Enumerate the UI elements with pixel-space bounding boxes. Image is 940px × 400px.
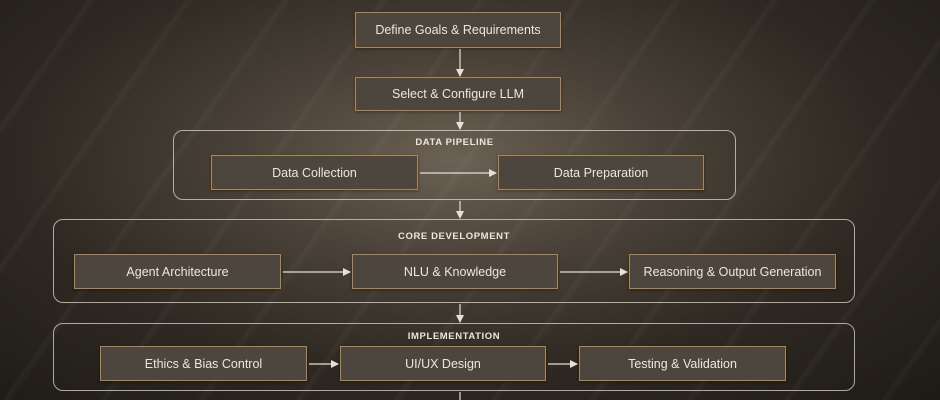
core-development-group: CORE DEVELOPMENT	[53, 219, 855, 303]
testing-validation-box[interactable]: Testing & Validation	[579, 346, 786, 381]
ui-ux-design-box[interactable]: UI/UX Design	[340, 346, 546, 381]
data-preparation-box[interactable]: Data Preparation	[498, 155, 704, 190]
data-pipeline-group: DATA PIPELINE	[173, 130, 736, 200]
data-collection-box[interactable]: Data Collection	[211, 155, 418, 190]
define-goals-box[interactable]: Define Goals & Requirements	[355, 12, 561, 48]
nlu-knowledge-box[interactable]: NLU & Knowledge	[352, 254, 558, 289]
implementation-title: IMPLEMENTATION	[407, 331, 501, 342]
select-llm-box[interactable]: Select & Configure LLM	[355, 77, 561, 111]
reasoning-output-box[interactable]: Reasoning & Output Generation	[629, 254, 836, 289]
implementation-group: IMPLEMENTATION	[53, 323, 855, 391]
agent-architecture-box[interactable]: Agent Architecture	[74, 254, 281, 289]
data-pipeline-title: DATA PIPELINE	[415, 137, 494, 148]
core-development-title: CORE DEVELOPMENT	[398, 231, 510, 242]
ethics-bias-box[interactable]: Ethics & Bias Control	[100, 346, 307, 381]
